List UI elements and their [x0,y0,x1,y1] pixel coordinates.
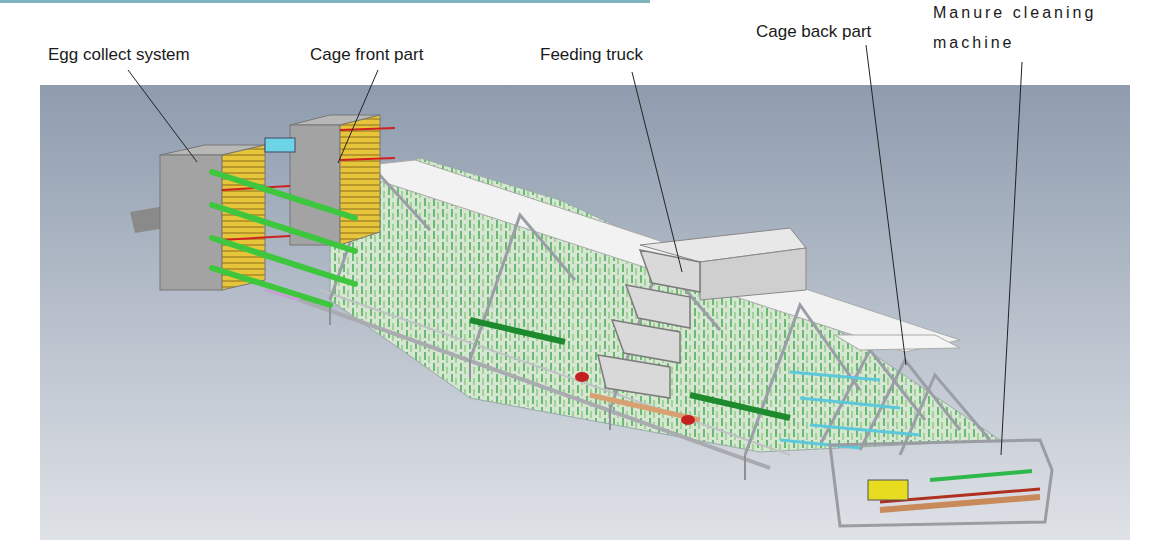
side-rail [320,290,790,455]
ridge-plank [340,160,960,352]
side-rail [300,300,770,468]
rail [265,290,300,300]
egg-motor [265,138,295,152]
back-plank [835,335,960,350]
part-label: Egg collect system [48,45,190,65]
motor [575,372,589,382]
manure-frame [830,440,1052,526]
manure-roller [930,471,1032,480]
part-label: Feeding truck [540,45,643,65]
part-label: Cage front part [310,45,423,65]
motor [681,415,695,425]
part-label: Cage back part [756,22,871,42]
trough [690,395,790,418]
egg-box [290,125,340,245]
back-tubes [780,372,920,448]
egg-box-side [340,115,380,245]
top-rule [0,0,650,3]
render-ground [40,85,1130,540]
a-frames [330,170,990,455]
part-label: Manure cleaning machine [933,0,1148,58]
truck-side [700,248,806,300]
feed-troughs [212,172,355,305]
trough [470,320,565,342]
truck-hoppers [598,250,700,398]
manure-motor [868,480,908,500]
leader-lines [128,45,1022,455]
legs [330,305,745,480]
